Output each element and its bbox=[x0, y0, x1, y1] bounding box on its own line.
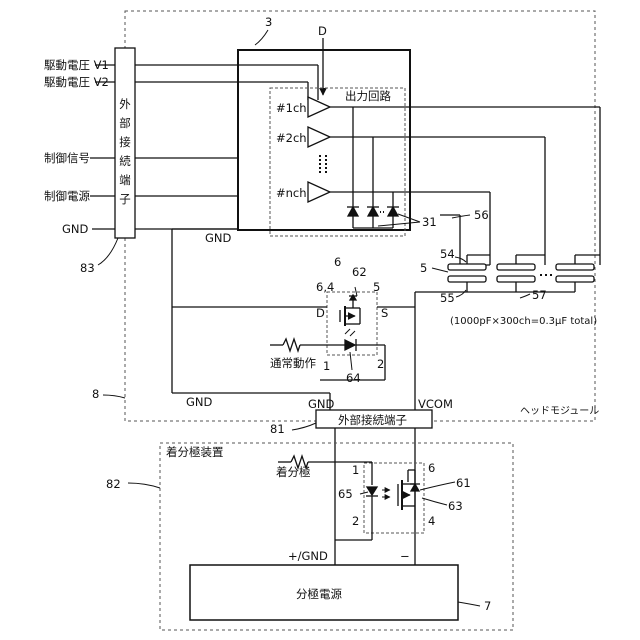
label-control-signal: 制御信号 bbox=[44, 151, 90, 165]
ref-3: 3 bbox=[265, 15, 272, 29]
ref-54: 54 bbox=[440, 247, 455, 261]
label-drive-v1: 駆動電圧 V1 bbox=[44, 58, 109, 72]
label-gnd-bottom: GND bbox=[186, 395, 213, 409]
label-pin-d-top: D bbox=[318, 24, 327, 38]
ref-64: 64 bbox=[346, 371, 361, 385]
ext-terminal-char-3: 続 bbox=[119, 154, 131, 168]
ext-terminal-char-0: 外 bbox=[119, 97, 131, 111]
ref-63: 63 bbox=[448, 499, 463, 513]
ref-82: 82 bbox=[106, 477, 121, 491]
label-ch1: #1ch bbox=[276, 101, 307, 115]
ref-56: 56 bbox=[474, 208, 489, 222]
ext-terminal-char-5: 子 bbox=[119, 192, 131, 206]
ref-61: 61 bbox=[456, 476, 471, 490]
label-minus: − bbox=[400, 549, 410, 563]
label-ch2: #2ch bbox=[276, 131, 307, 145]
head-module-boundary bbox=[125, 11, 595, 421]
ref-64-top: 6,4 bbox=[316, 280, 334, 294]
ref-62: 62 bbox=[352, 265, 367, 279]
label-head-module: ヘッドモジュール bbox=[520, 406, 599, 417]
pin-p2: 2 bbox=[352, 514, 359, 528]
ref-8: 8 bbox=[92, 387, 99, 401]
ext-terminal-char-1: 部 bbox=[119, 116, 131, 130]
label-vcom: VCOM bbox=[418, 397, 453, 411]
ref-83: 83 bbox=[80, 261, 95, 275]
ref-5: 5 bbox=[420, 261, 427, 275]
ref-65: 65 bbox=[338, 487, 353, 501]
ref-31: 31 bbox=[422, 215, 437, 229]
label-control-power: 制御電源 bbox=[44, 189, 90, 203]
label-polarize: 着分極 bbox=[276, 465, 311, 479]
pin-2: 2 bbox=[377, 357, 384, 371]
ref-57: 57 bbox=[532, 288, 547, 302]
ref-81: 81 bbox=[270, 422, 285, 436]
label-power-source: 分極電源 bbox=[296, 587, 342, 601]
ref-6: 6 bbox=[334, 255, 341, 269]
label-gnd-ext: GND bbox=[308, 397, 335, 411]
pin-p4: 4 bbox=[428, 514, 435, 528]
pin-s: S bbox=[381, 306, 388, 320]
pin-5: 5 bbox=[373, 280, 380, 294]
ext-terminal-char-2: 接 bbox=[119, 135, 131, 149]
label-gnd-ic: GND bbox=[205, 231, 232, 245]
pin-p6: 6 bbox=[428, 461, 435, 475]
label-ext-terminal: 外部接続端子 bbox=[338, 413, 407, 427]
ext-terminal-char-4: 端 bbox=[119, 173, 131, 187]
label-chn: #nch bbox=[276, 186, 307, 200]
cap-note: (1000pF×300ch=0.3μF total) bbox=[450, 316, 597, 327]
pin-d: D bbox=[316, 306, 325, 320]
ref-7: 7 bbox=[484, 599, 491, 613]
label-output-circuit: 出力回路 bbox=[345, 89, 391, 103]
label-plus-gnd: +/GND bbox=[288, 549, 328, 563]
label-device-82: 着分極装置 bbox=[166, 445, 224, 459]
pin-p1: 1 bbox=[352, 463, 359, 477]
label-drive-v2: 駆動電圧 V2 bbox=[44, 75, 109, 89]
ref-55: 55 bbox=[440, 291, 455, 305]
pin-1: 1 bbox=[323, 359, 330, 373]
label-normal-op: 通常動作 bbox=[270, 356, 316, 370]
label-gnd-left: GND bbox=[62, 222, 89, 236]
